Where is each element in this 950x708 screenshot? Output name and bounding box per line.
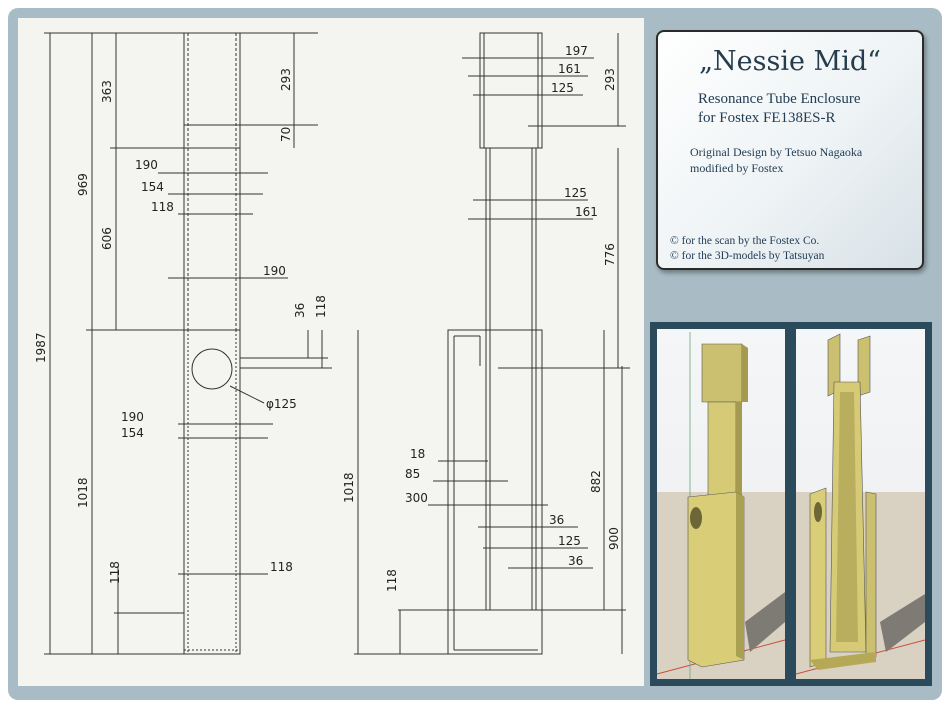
- copyright-line-2: © for the 3D-models by Tatsuyan: [670, 250, 825, 262]
- front-upper-tube: [183, 32, 241, 331]
- dim-85: 85: [405, 467, 420, 481]
- dim-190-b: 190: [263, 264, 286, 278]
- side-tube: [485, 147, 537, 611]
- side-top-box: [479, 32, 543, 149]
- dim-776: 776: [603, 243, 617, 266]
- dim-882: 882: [589, 470, 603, 493]
- dim-118-bottom-left: 118: [108, 561, 122, 584]
- dim-197: 197: [565, 44, 588, 58]
- dim-1018-front: 1018: [76, 477, 90, 508]
- card-design-credits: Original Design by Tetsuo Nagaoka modifi…: [690, 144, 862, 176]
- dim-969: 969: [76, 173, 90, 196]
- render-svg: [656, 329, 926, 679]
- dim-70: 70: [279, 127, 293, 142]
- card-title: „Nessie Mid“: [699, 46, 881, 77]
- copyright-line-1: © for the scan by the Fostex Co.: [670, 235, 820, 247]
- render-right-view: [795, 329, 926, 679]
- dim-1018-side: 1018: [342, 472, 356, 503]
- dim-125-side: 125: [558, 534, 581, 548]
- dim-900: 900: [607, 527, 621, 550]
- dim-118-hole: 118: [314, 295, 328, 318]
- card-subtitle: Resonance Tube Enclosure for Fostex FE13…: [698, 90, 860, 128]
- 3d-render-panel: [650, 322, 932, 686]
- dim-118-side: 118: [385, 569, 399, 592]
- dim-161-mid: 161: [575, 205, 598, 219]
- dim-36-a: 36: [549, 513, 564, 527]
- dim-300: 300: [405, 491, 428, 505]
- drawing-svg: 1987 969 363 606 293 70 190 154 118 190 …: [34, 32, 630, 655]
- technical-drawing-scan: 1987 969 363 606 293 70 190 154 118 190 …: [18, 18, 644, 686]
- dim-363: 363: [100, 80, 114, 103]
- dim-118-a: 118: [151, 200, 174, 214]
- side-lower-box: [447, 329, 543, 655]
- dim-293-front: 293: [279, 68, 293, 91]
- design-line-1: Original Design by Tetsuo Nagaoka: [690, 145, 863, 159]
- dim-190-a: 190: [135, 158, 158, 172]
- dim-161-top: 161: [558, 62, 581, 76]
- dim-154-a: 154: [141, 180, 164, 194]
- dim-118-bottom-right: 118: [270, 560, 293, 574]
- design-line-2: modified by Fostex: [690, 161, 784, 175]
- dim-36-b: 36: [568, 554, 583, 568]
- render-left-view: [656, 329, 786, 679]
- front-lower-box: [183, 329, 241, 655]
- title-card: „Nessie Mid“ Resonance Tube Enclosure fo…: [656, 30, 924, 270]
- dim-125-top: 125: [551, 81, 574, 95]
- front-speaker-hole: [191, 348, 233, 390]
- dim-hole-125: φ125: [266, 397, 297, 411]
- dim-154-b: 154: [121, 426, 144, 440]
- dim-1987: 1987: [34, 332, 48, 363]
- dim-293-side: 293: [603, 68, 617, 91]
- card-copyright: © for the scan by the Fostex Co. © for t…: [670, 234, 824, 264]
- dim-190-c: 190: [121, 410, 144, 424]
- subtitle-line-2: for Fostex FE138ES-R: [698, 110, 836, 126]
- dim-606: 606: [100, 227, 114, 250]
- dim-36-front: 36: [293, 303, 307, 318]
- subtitle-line-1: Resonance Tube Enclosure: [698, 91, 861, 107]
- dim-18: 18: [410, 447, 425, 461]
- dim-125-mid: 125: [564, 186, 587, 200]
